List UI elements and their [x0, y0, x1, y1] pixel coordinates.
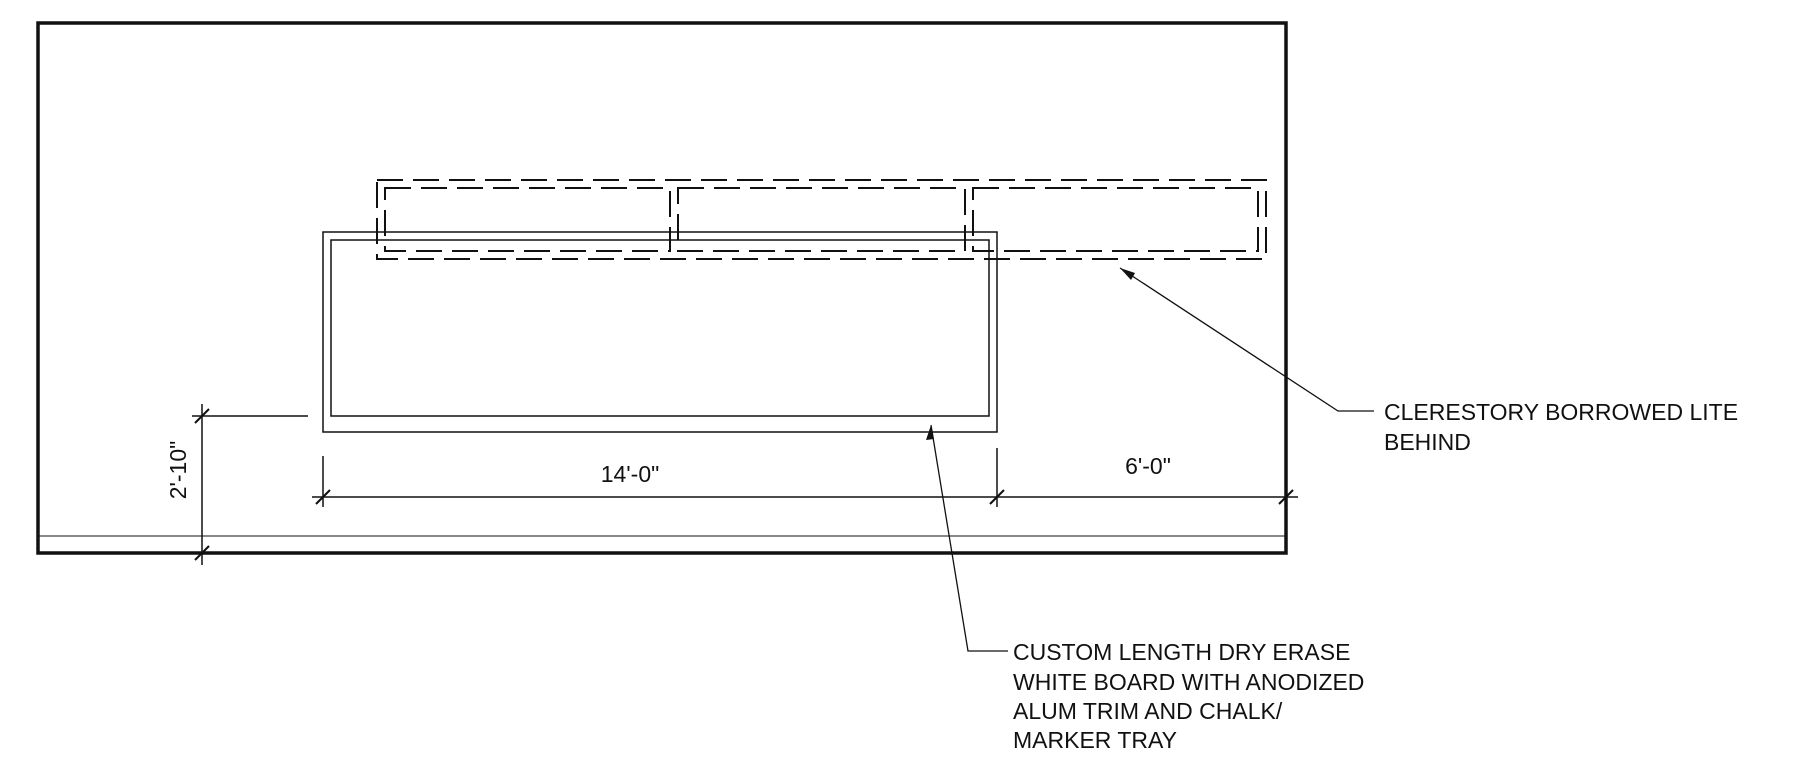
tick-left [315, 489, 331, 505]
whiteboard-surface [330, 239, 990, 417]
clerestory-pane-3 [972, 187, 1259, 252]
clerestory-window [376, 179, 1267, 260]
whiteboard-leader [930, 424, 1008, 652]
wall-elevation [36, 21, 1288, 555]
clerestory-frame-outer [376, 179, 1267, 260]
horizontal-dimensions [312, 448, 1298, 507]
whiteboard-note-line-4: MARKER TRAY [1013, 727, 1177, 753]
whiteboard [322, 231, 998, 433]
dimension-mount-height: 2'-10" [165, 441, 191, 500]
clerestory-pane-2 [677, 187, 966, 252]
clerestory-note-line-2: BEHIND [1384, 429, 1471, 455]
clerestory-note: CLERESTORY BORROWED LITE BEHIND [1384, 399, 1738, 455]
whiteboard-note-line-3: ALUM TRIM AND CHALK/ [1013, 698, 1283, 724]
tick-mid [989, 489, 1005, 505]
tick-bottom [194, 545, 210, 561]
dimension-offset-to-wall: 6'-0" [1125, 453, 1171, 479]
tick-right [1278, 489, 1294, 505]
tick-top [194, 408, 210, 424]
dimension-board-length: 14'-0" [601, 461, 660, 487]
whiteboard-trim [322, 231, 998, 433]
whiteboard-note-line-1: CUSTOM LENGTH DRY ERASE [1013, 639, 1350, 665]
clerestory-leader [1119, 267, 1374, 412]
clerestory-arrowhead [1120, 268, 1135, 280]
leader-arrowheads [926, 268, 1135, 440]
clerestory-pane-1 [384, 187, 671, 252]
leaders [930, 267, 1374, 652]
whiteboard-arrowhead [926, 425, 934, 440]
whiteboard-note-line-2: WHITE BOARD WITH ANODIZED [1013, 669, 1364, 695]
whiteboard-note: CUSTOM LENGTH DRY ERASE WHITE BOARD WITH… [1013, 639, 1364, 753]
clerestory-note-line-1: CLERESTORY BORROWED LITE [1384, 399, 1738, 425]
wall-outline [36, 21, 1288, 555]
vertical-dimension [192, 404, 308, 565]
